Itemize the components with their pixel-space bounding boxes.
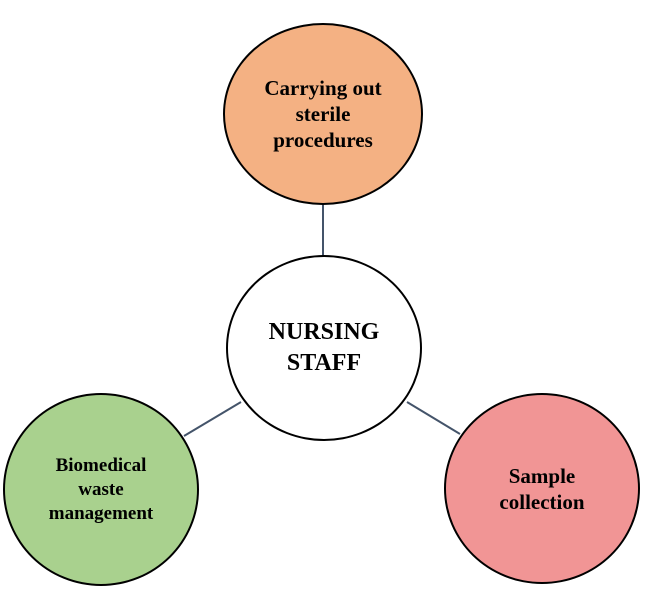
node-sterile-procedures-label: Carrying out sterile procedures <box>264 76 382 152</box>
center-node: NURSING STAFF <box>226 255 422 441</box>
node-sterile-procedures: Carrying out sterile procedures <box>223 23 423 205</box>
connector-left <box>183 401 242 437</box>
node-sample-collection-label: Sample collection <box>499 463 585 514</box>
node-biomedical-waste: Biomedical waste management <box>3 393 199 586</box>
node-sample-collection: Sample collection <box>444 393 640 584</box>
connector-right <box>406 401 461 435</box>
node-biomedical-waste-label: Biomedical waste management <box>48 454 154 524</box>
center-node-label: NURSING STAFF <box>268 319 380 376</box>
